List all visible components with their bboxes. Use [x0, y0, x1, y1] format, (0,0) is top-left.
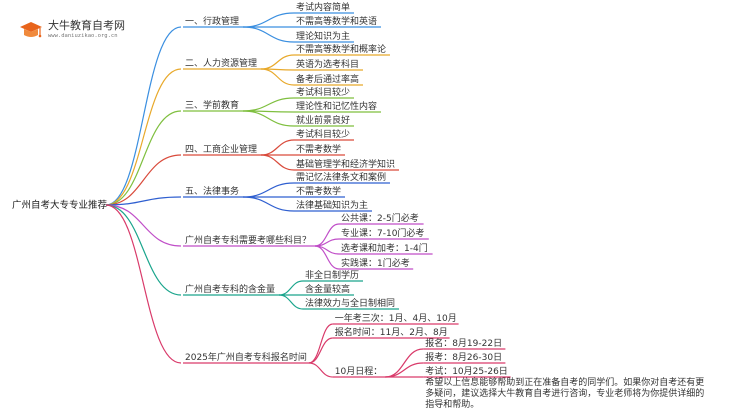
leaf-node: 10月日程： [335, 366, 382, 377]
branch-node: 一、行政管理 [185, 15, 239, 27]
child-connector [260, 54, 295, 70]
leaf-node: 报名：8月19-22日 [425, 337, 502, 349]
child-connector [242, 26, 295, 43]
branch-connector [105, 204, 182, 247]
child-connector [260, 154, 295, 171]
leaf-node: 备考后通过率高 [296, 73, 359, 85]
leaf-node: 法律基础知识为主 [296, 199, 368, 211]
branch-node: 2025年广州自考专科报名时间 [185, 351, 307, 363]
branch-node: 五、法律事务 [185, 185, 239, 197]
leaf-node: 考试：10月25-26日 [425, 365, 508, 377]
leaf-node: 专业课：7-10门必考 [341, 227, 424, 239]
branch-connector [105, 26, 182, 206]
leaf-node: 非全日制学历 [305, 269, 359, 281]
child-connector [308, 323, 333, 364]
child-connector [308, 337, 333, 364]
leaf-node: 基础管理学和经济学知识 [296, 158, 395, 170]
branch-node: 二、人力资源管理 [185, 57, 257, 69]
child-connector [308, 362, 333, 378]
branch-node: 四、工商企业管理 [185, 143, 257, 155]
leaf-node: 一年考三次：1月、4月、10月 [335, 312, 457, 324]
child-connector [260, 139, 295, 156]
child-connector [278, 294, 304, 310]
leaf-node: 不需高等数学和英语 [296, 15, 377, 27]
child-connector [260, 68, 295, 86]
leaf-node: 不需考数学 [296, 143, 341, 155]
branch-connector [105, 204, 182, 364]
leaf-node: 考试科目较少 [296, 128, 350, 140]
branch-node: 广州自考专科的含金量 [185, 283, 275, 295]
leaf-node: 就业前景良好 [296, 114, 350, 126]
root-topic: 广州自考大专专业推荐 [12, 199, 108, 211]
note-text: 多疑问，建议选择大牛教育自考进行咨询，专业老师将为你提供详细的 [425, 387, 704, 399]
child-connector [242, 12, 295, 28]
branch-connector [105, 154, 182, 206]
leaf-node: 理论性和记忆性内容 [296, 100, 377, 112]
leaf-node: 不需考数学 [296, 185, 341, 197]
graduation-cap-icon [18, 18, 44, 48]
branch-node: 广州自考专科需要考哪些科目？ [185, 234, 311, 246]
leaf-node: 选考课和加考：1-4门 [341, 242, 428, 254]
child-connector [242, 196, 295, 212]
branch-connector [105, 204, 182, 296]
leaf-node: 报考：8月26-30日 [425, 351, 502, 363]
leaf-node: 含金量较高 [305, 283, 350, 295]
leaf-node: 不需高等数学和概率论 [296, 43, 386, 55]
child-connector [242, 110, 295, 127]
brand-name: 大牛教育自考网 [48, 19, 125, 32]
branch-connector [105, 110, 182, 206]
grandchild-connector [385, 362, 424, 378]
leaf-node: 实践课：1门必考 [341, 257, 410, 269]
leaf-node: 公共课：2-5门必考 [341, 212, 419, 224]
brand-url: www.daniuzikao.org.cn [48, 33, 118, 39]
leaf-node: 英语为选考科目 [296, 58, 359, 70]
branch-connector [105, 196, 182, 206]
leaf-node: 理论知识为主 [296, 30, 350, 42]
leaf-node: 法律效力与全日制相同 [305, 297, 395, 309]
child-connector [314, 245, 340, 270]
leaf-node: 考试内容简单 [296, 1, 350, 13]
leaf-node: 需记忆法律条文和案例 [296, 171, 386, 183]
leaf-node: 考试科目较少 [296, 86, 350, 98]
leaf-node: 报名时间：11月、2月、8月 [335, 326, 448, 338]
branch-connector [105, 68, 182, 206]
child-connector [242, 182, 295, 198]
child-connector [242, 97, 295, 112]
branch-node: 三、学前教育 [185, 99, 239, 111]
child-connector [278, 280, 304, 296]
note-text: 指导和帮助。 [425, 398, 479, 410]
note-text: 希望以上信息能够帮助到正在准备自考的同学们。如果你对自考还有更 [425, 376, 704, 388]
